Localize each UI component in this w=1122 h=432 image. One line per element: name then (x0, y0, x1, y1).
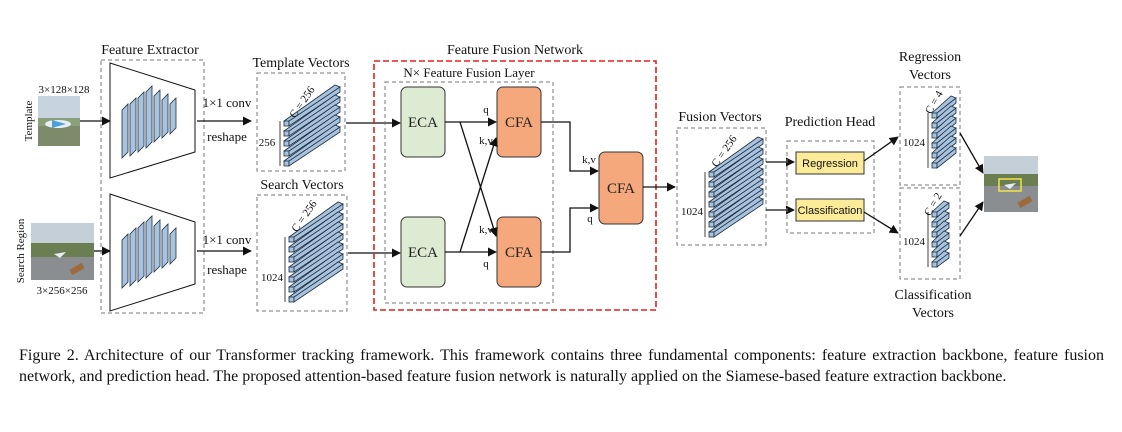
eca-top-to-cfa-bottom-arrow (459, 121, 498, 237)
fusion-layer-title: N× Feature Fusion Layer (403, 65, 535, 80)
classification-out-arrow (863, 211, 899, 234)
template-image (38, 96, 80, 146)
cfa-bottom-label: CFA (505, 245, 533, 261)
fusion-layer-box (384, 81, 554, 304)
eca-top-label: ECA (408, 115, 438, 131)
template-label: Template (23, 101, 35, 142)
feature-extractor-box (100, 59, 205, 314)
fusion-vectors-title: Fusion Vectors (678, 110, 761, 125)
feature-extractor-title: Feature Extractor (101, 43, 199, 58)
search-length-label: 1024 (261, 272, 284, 284)
template-vectors-title: Template Vectors (252, 56, 349, 71)
reshape-bottom-label: reshape (207, 262, 247, 277)
result-image (984, 156, 1038, 212)
eca-bottom-block: ECA (400, 216, 446, 288)
search-region-label: Search Region (15, 218, 27, 283)
fusion-vectors-box (676, 127, 767, 246)
regression-to-result-arrow (959, 132, 984, 174)
template-vectors-box (256, 72, 346, 172)
classification-to-result-arrow (959, 201, 984, 237)
fusion-vector-stack (708, 136, 764, 238)
figure-caption: Figure 2. Architecture of our Transforme… (19, 347, 1104, 385)
template-length-label: 256 (259, 137, 276, 149)
cfa-top-kv-label: k,v (479, 135, 493, 147)
search-vectors-box (256, 194, 348, 312)
classification-length-label: 1024 (903, 236, 926, 248)
search-size-label: 3×256×256 (37, 285, 88, 297)
cfa-top-q-label: q (483, 104, 489, 116)
architecture-diagram: 3×128×128 Template 3×256×256 Search Regi… (15, 43, 1038, 321)
eca-bottom-label: ECA (408, 245, 438, 261)
backbone-bottom (109, 193, 196, 312)
cfa-final-label: CFA (607, 181, 635, 197)
eca-bottom-to-cfa-top-arrow (459, 137, 498, 253)
tracking-bbox (998, 178, 1022, 192)
classification-vector-stack (931, 200, 950, 268)
prediction-head-title: Prediction Head (785, 115, 876, 130)
search-vectors-title: Search Vectors (260, 178, 343, 193)
final-q-label: q (587, 213, 593, 225)
conv-top-label: 1×1 conv (203, 95, 252, 110)
cfa-top-to-final-arrow (541, 121, 599, 176)
cfa-bottom-to-final-arrow (541, 203, 599, 253)
regression-label: Regression (802, 158, 858, 170)
backbone-top (109, 62, 196, 179)
prediction-head-box (786, 140, 875, 234)
search-vector-stack (288, 201, 344, 303)
classification-block: Classification (795, 198, 865, 222)
cfa-bottom-kv-label: k,v (479, 224, 493, 236)
search-region-image (31, 223, 94, 280)
conv-bottom-label: 1×1 conv (203, 232, 252, 247)
regression-out-arrow (863, 136, 899, 162)
classification-vectors-title-2: Vectors (912, 306, 954, 321)
cfa-bottom-block: CFA (496, 216, 542, 288)
template-size-label: 3×128×128 (39, 84, 90, 96)
regression-length-label: 1024 (903, 137, 926, 149)
fusion-network-title: Feature Fusion Network (447, 43, 583, 58)
cfa-final-block: CFA (598, 151, 644, 225)
regression-vectors-title-1: Regression (899, 50, 961, 65)
fusion-length-label: 1024 (681, 206, 704, 218)
cfa-bottom-q-label: q (483, 258, 489, 270)
regression-vector-stack (931, 95, 957, 169)
classification-label: Classification (798, 205, 863, 217)
template-vector-stack (283, 84, 341, 167)
reshape-top-label: reshape (207, 129, 247, 144)
regression-vectors-box (899, 86, 961, 186)
final-kv-label: k,v (582, 154, 596, 166)
cfa-top-label: CFA (505, 115, 533, 131)
regression-block: Regression (795, 151, 865, 175)
eca-top-block: ECA (400, 86, 446, 158)
classification-vectors-box (899, 187, 961, 280)
classification-vectors-title-1: Classification (895, 288, 972, 303)
cfa-top-block: CFA (496, 86, 542, 158)
regression-vectors-title-2: Vectors (909, 68, 951, 83)
fusion-network-box (373, 60, 657, 311)
